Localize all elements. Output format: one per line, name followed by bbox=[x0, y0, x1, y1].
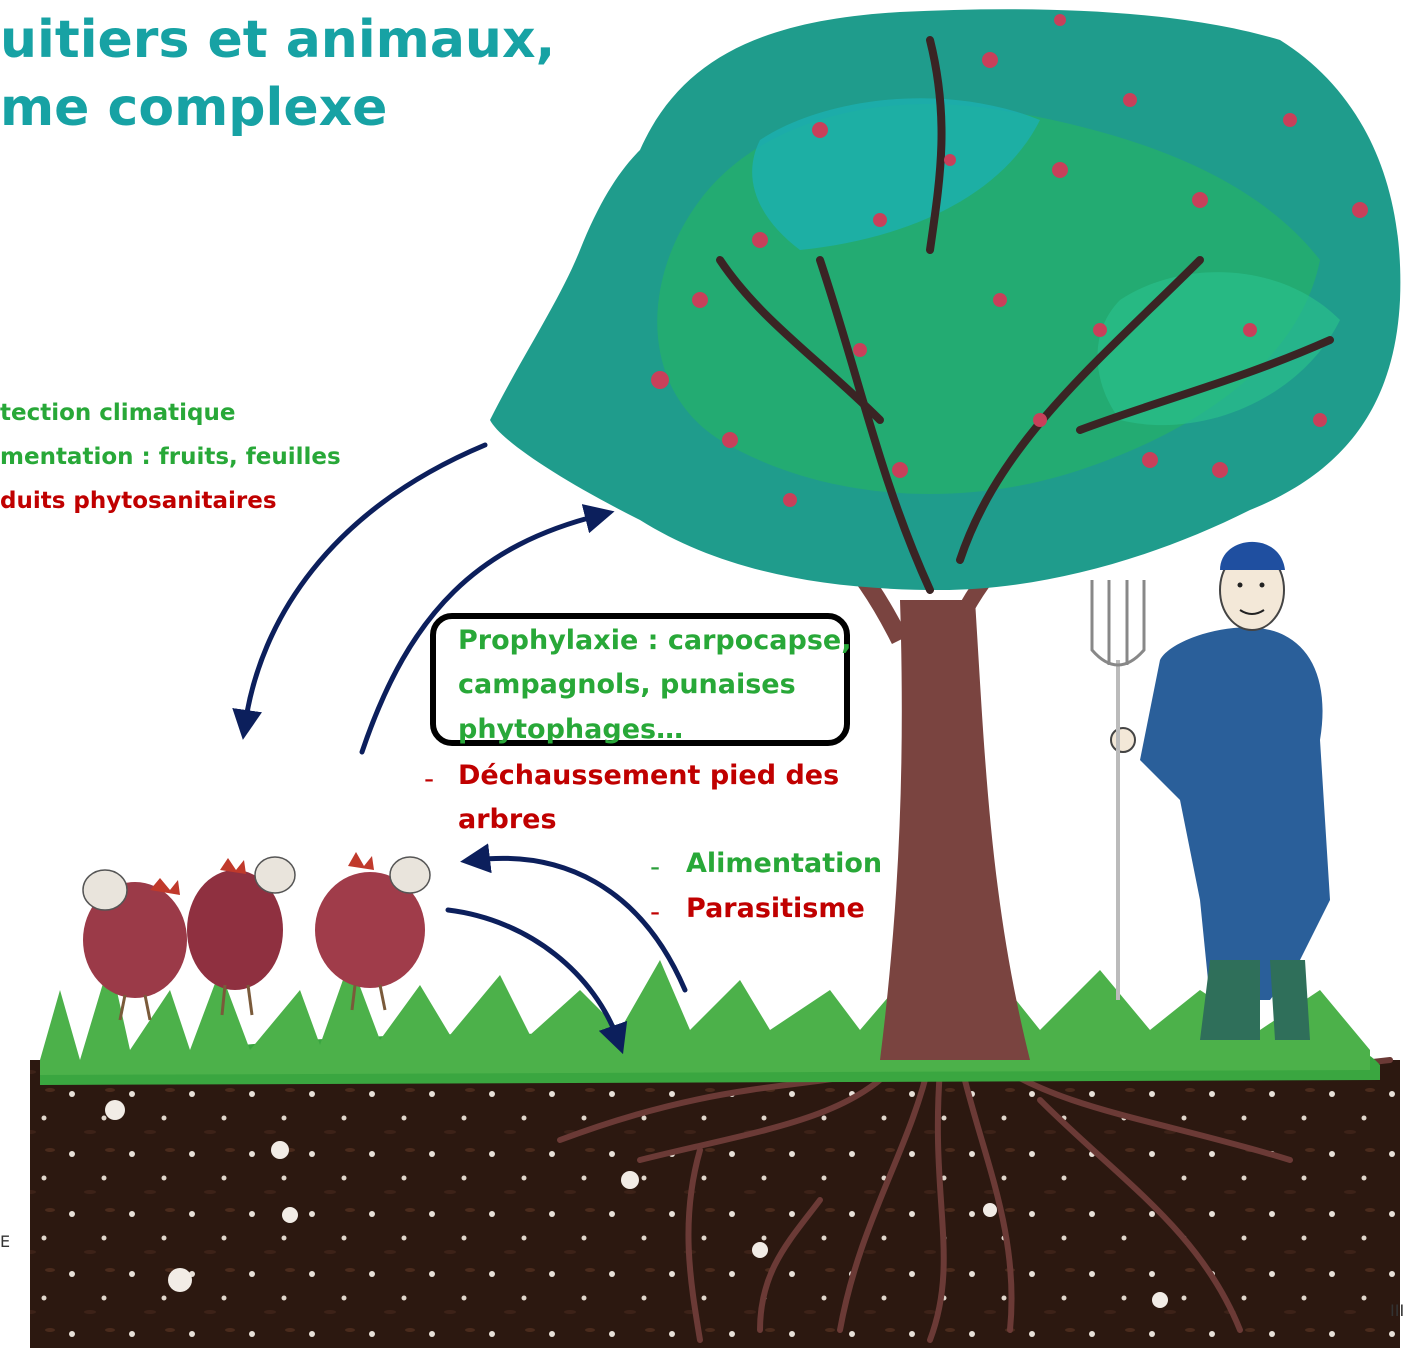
soil-effect-alimentation: Alimentation bbox=[686, 848, 882, 880]
tree-crown bbox=[490, 9, 1400, 590]
prophylaxie-line-2: campagnols, punaises bbox=[458, 669, 796, 701]
dechaussement-line-2: arbres bbox=[458, 804, 557, 836]
dechaussement-line-1: Déchaussement pied des bbox=[458, 760, 839, 792]
soil-effect-parasitisme: Parasitisme bbox=[686, 893, 865, 925]
chickens bbox=[83, 852, 430, 1020]
chicken bbox=[187, 857, 295, 1015]
edge-mark-right: III bbox=[1390, 1301, 1404, 1320]
dechaussement-dash: - bbox=[424, 762, 434, 795]
tree-effect-food: mentation : fruits, feuilles bbox=[0, 444, 341, 472]
prophylaxie-line-1: Prophylaxie : carpocapse, bbox=[458, 625, 851, 657]
parasitisme-dash: - bbox=[650, 895, 660, 928]
page-title-line-1: uitiers et animaux, bbox=[0, 14, 555, 66]
page-title-line-2: me complexe bbox=[0, 82, 387, 134]
chicken bbox=[315, 852, 430, 1010]
tree-effect-phyto: duits phytosanitaires bbox=[0, 488, 277, 516]
tree-effect-climate: tection climatique bbox=[0, 400, 236, 428]
farmer bbox=[1092, 542, 1330, 1040]
alimentation-dash: - bbox=[650, 850, 660, 883]
prophylaxie-line-3: phytophages… bbox=[458, 714, 683, 746]
edge-mark-left: E bbox=[0, 1232, 10, 1251]
soil bbox=[30, 1060, 1400, 1348]
